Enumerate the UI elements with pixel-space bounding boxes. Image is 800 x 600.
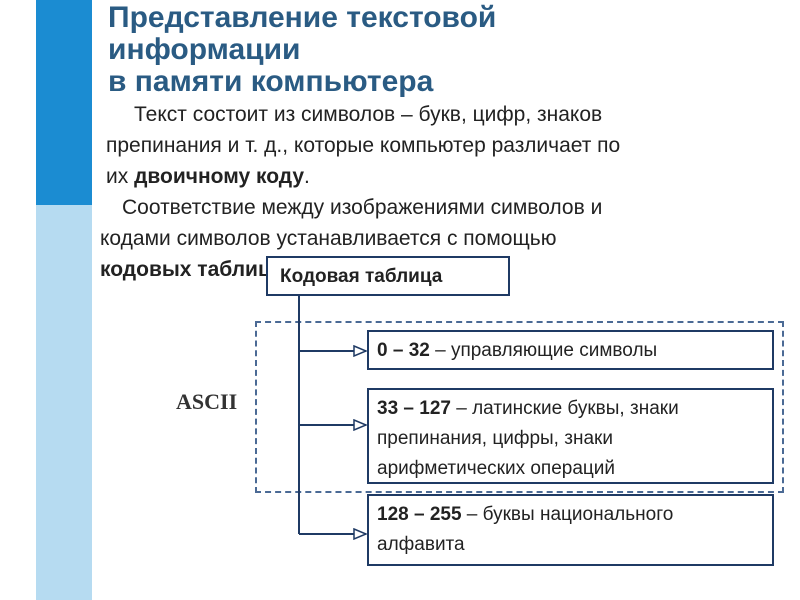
range-description: – латинские буквы, знаки препинания, циф…	[377, 398, 679, 479]
range-description: – управляющие символы	[429, 340, 658, 361]
slide-title: Представление текстовой информации в пам…	[108, 2, 708, 98]
title-line-2: информации	[108, 33, 301, 66]
paragraph1-line-1: Текст состоит из символов – букв, цифр, …	[134, 103, 603, 126]
range-description: – буквы национального алфавита	[377, 504, 674, 555]
title-line-1: Представление текстовой	[108, 1, 497, 34]
range-value: 33 – 127	[377, 398, 451, 419]
paragraph1-line-2: препинания и т. д., которые компьютер ра…	[106, 134, 621, 157]
ascii-group-frame	[255, 321, 784, 493]
range-box-national-alphabet: 128 – 255 – буквы национального алфавита	[367, 494, 774, 566]
title-line-3: в памяти компьютера	[108, 65, 434, 98]
paragraph2-line-1: Соответствие между изображениями символо…	[122, 196, 603, 219]
range-value: 128 – 255	[377, 504, 462, 525]
binary-code-term: двоичному коду	[134, 165, 305, 188]
range-box-latin-letters: 33 – 127 – латинские буквы, знаки препин…	[367, 388, 774, 484]
paragraph2-line-2: кодами символов устанавливается с помощь…	[100, 227, 557, 250]
paragraph-code-tables: Соответствие между изображениями символо…	[100, 192, 740, 285]
code-tables-term: кодовых таблиц	[100, 258, 271, 281]
ascii-label: ASCII	[176, 389, 238, 414]
paragraph1-line-3: их двоичному коду.	[106, 161, 766, 192]
code-table-box: Кодовая таблица	[266, 256, 510, 296]
paragraph-binary-code: Текст состоит из символов – букв, цифр, …	[106, 99, 766, 192]
paragraph1-line-3-end: .	[304, 165, 310, 188]
range-box-control-chars: 0 – 32 – управляющие символы	[367, 330, 774, 370]
sidebar-accent	[36, 0, 92, 205]
paragraph1-line-3-start: их	[106, 165, 135, 188]
range-value: 0 – 32	[377, 340, 430, 361]
